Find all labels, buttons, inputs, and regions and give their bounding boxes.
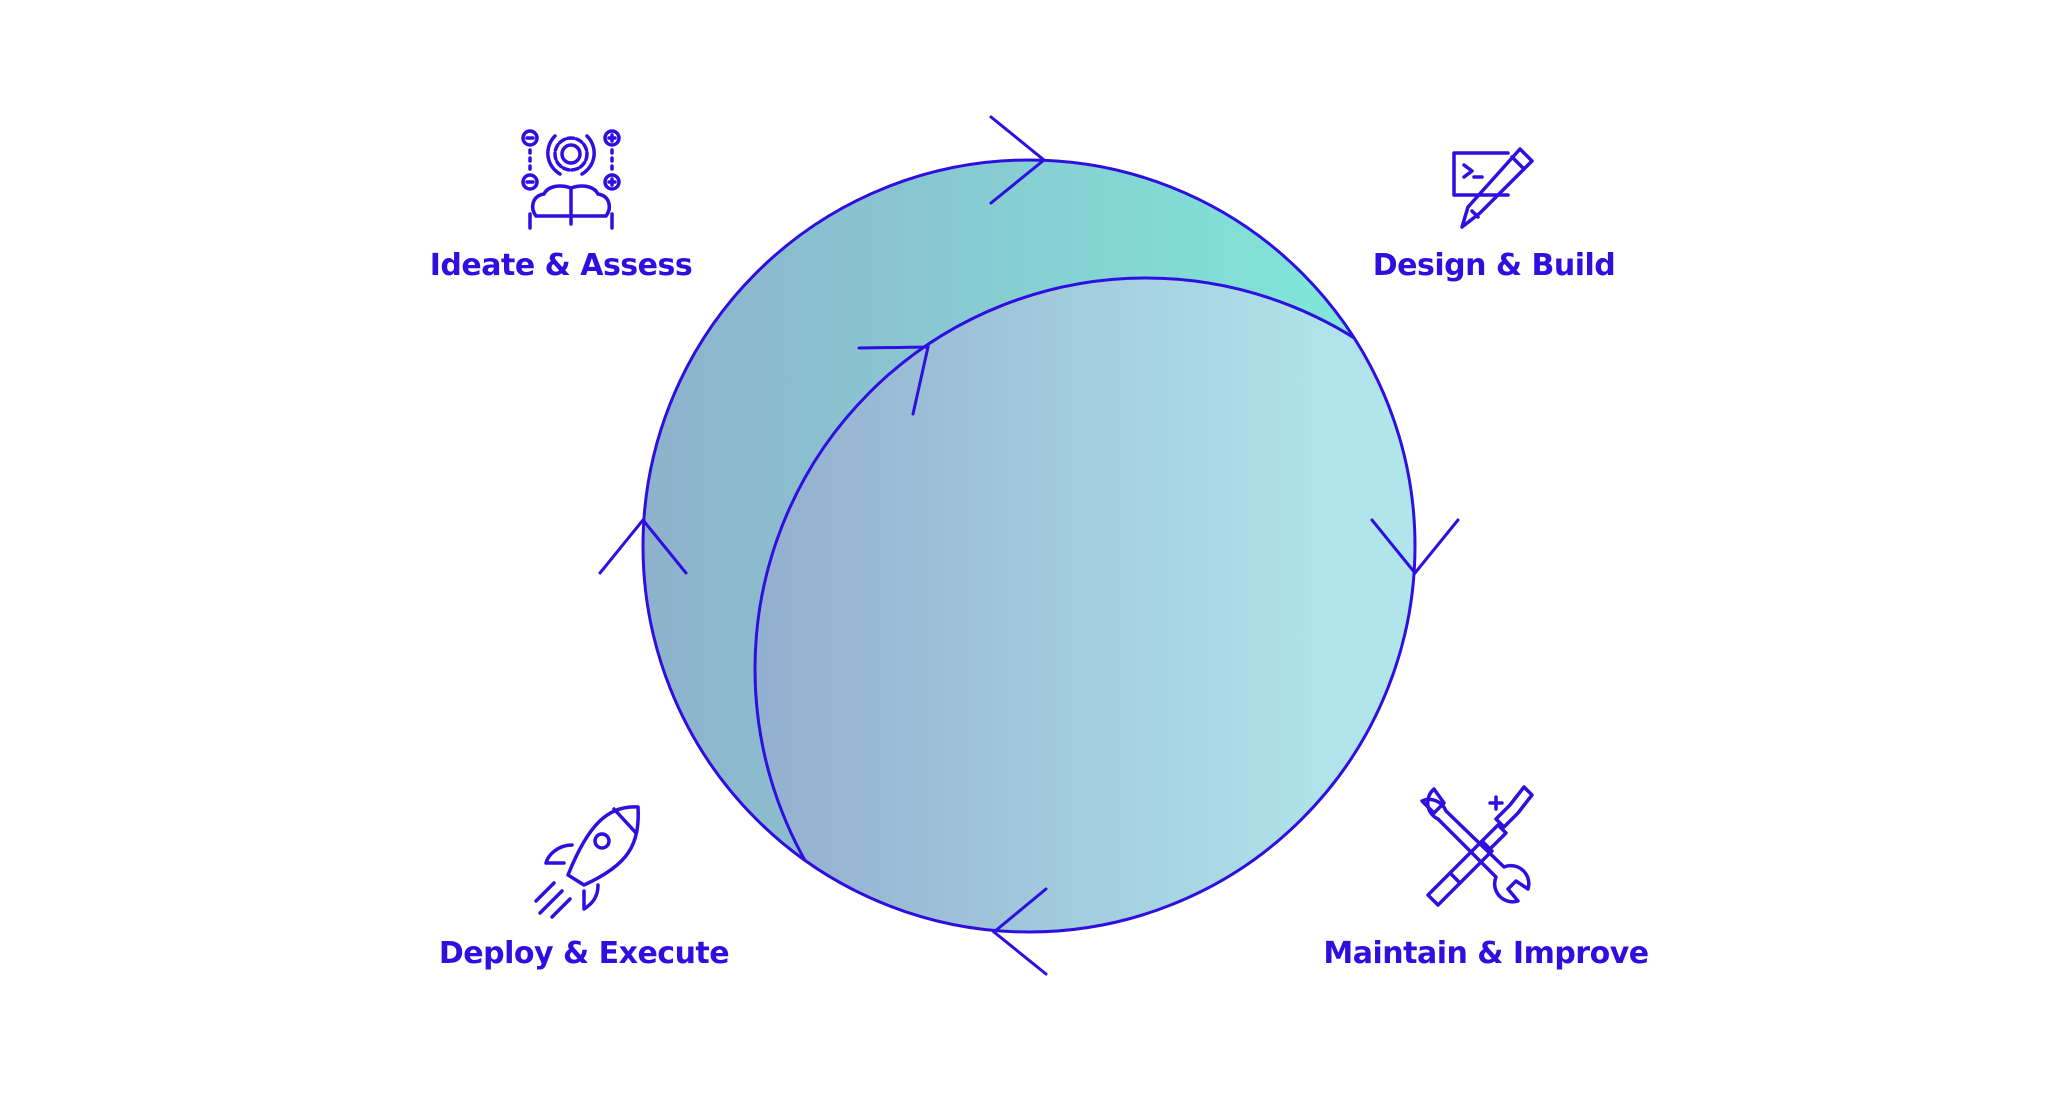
- stage-label-ideate: Ideate & Assess: [429, 248, 693, 283]
- arrow-right-icon: [1370, 518, 1460, 576]
- brain-gear-icon: [521, 129, 621, 230]
- wrench-screwdriver-icon: [1420, 785, 1534, 907]
- arrow-top-icon: [989, 115, 1047, 205]
- arrow-left-icon: [598, 517, 688, 575]
- rocket-icon: [534, 805, 640, 919]
- pencil-terminal-icon: [1452, 147, 1534, 229]
- stage-label-maintain: Maintain & Improve: [1323, 936, 1649, 971]
- stage-label-design: Design & Build: [1372, 248, 1616, 283]
- arrow-inner-icon: [857, 345, 930, 416]
- stage-label-deploy: Deploy & Execute: [438, 936, 730, 971]
- arrow-bottom-icon: [991, 887, 1048, 976]
